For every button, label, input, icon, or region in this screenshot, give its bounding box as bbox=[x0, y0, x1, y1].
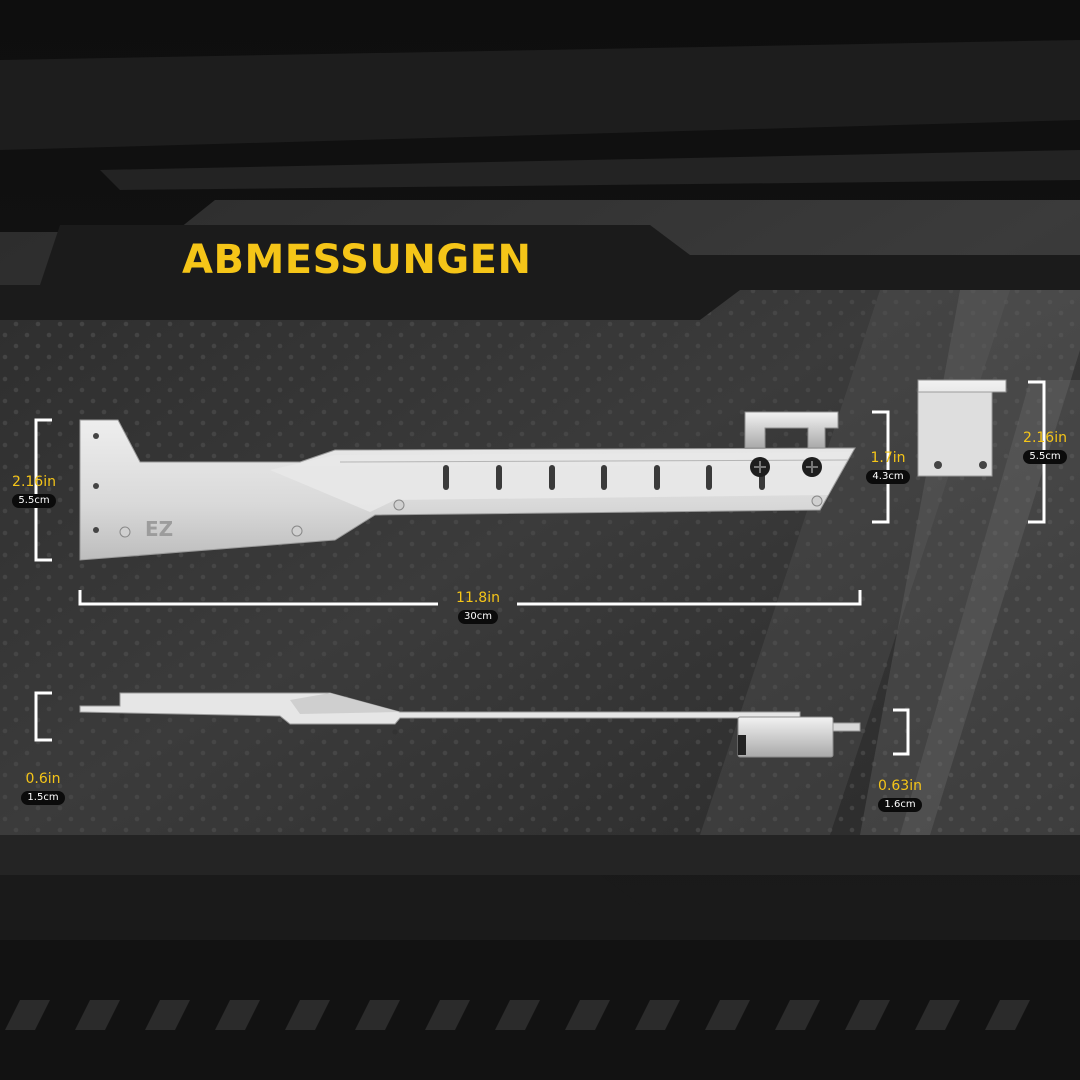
dim-side-right-imperial: 0.63in bbox=[878, 778, 922, 794]
dim-clip-height-metric: 5.5cm bbox=[1023, 450, 1067, 464]
dim-side-left-imperial: 0.6in bbox=[25, 771, 61, 787]
brand-mark: EZ bbox=[145, 517, 173, 541]
dim-clip-offset-imperial: 1.7in bbox=[870, 450, 906, 466]
dim-clip-height-imperial: 2.16in bbox=[1023, 430, 1067, 446]
screw-icon bbox=[750, 457, 822, 477]
dim-bracket-length-imperial: 11.8in bbox=[456, 590, 500, 606]
dim-clip-offset-metric: 4.3cm bbox=[866, 470, 910, 484]
dim-clip-height: 2.16in 5.5cm bbox=[1014, 430, 1076, 464]
dim-side-right: 0.63in 1.6cm bbox=[868, 778, 932, 812]
bracket-icon: EZ bbox=[79, 411, 856, 561]
dim-side-right-metric: 1.6cm bbox=[878, 798, 922, 812]
bracket-side-view bbox=[79, 692, 861, 758]
dim-bracket-length: 11.8in 30cm bbox=[440, 590, 516, 624]
page-title: ABMESSUNGEN bbox=[182, 237, 532, 283]
dim-side-left-metric: 1.5cm bbox=[21, 791, 65, 805]
mounting-clip-icon bbox=[917, 379, 1007, 477]
dim-bracket-height-imperial: 2.16in bbox=[12, 474, 56, 490]
dim-side-left: 0.6in 1.5cm bbox=[14, 771, 72, 805]
dim-clip-offset: 1.7in 4.3cm bbox=[860, 450, 916, 484]
dim-bracket-length-metric: 30cm bbox=[458, 610, 498, 624]
dim-bracket-height: 2.16in 5.5cm bbox=[6, 474, 62, 508]
dim-bracket-height-metric: 5.5cm bbox=[12, 494, 56, 508]
